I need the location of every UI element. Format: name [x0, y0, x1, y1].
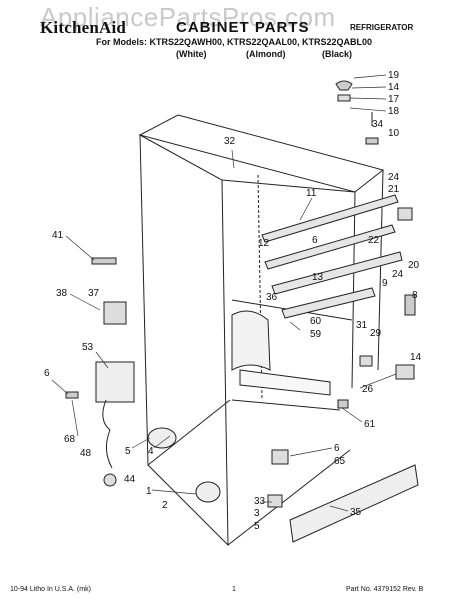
callout-34: 34 [372, 119, 384, 130]
leader-lines [51, 74, 397, 512]
callout-3: 3 [254, 508, 260, 519]
callout-41: 41 [52, 230, 64, 241]
callout-5b: 5 [254, 521, 260, 532]
callout-13: 13 [312, 272, 324, 283]
callout-53: 53 [82, 342, 94, 353]
callout-14b: 14 [410, 352, 422, 363]
callout-38: 38 [56, 288, 68, 299]
footer-part-number: Part No. 4379152 Rev. B [346, 586, 424, 593]
callout-9: 9 [382, 278, 388, 289]
callout-19: 19 [388, 70, 400, 81]
callout-10: 10 [388, 128, 400, 139]
callout-31: 31 [356, 320, 368, 331]
callout-14: 14 [388, 82, 400, 93]
callout-4: 4 [148, 446, 154, 457]
callout-60: 60 [310, 316, 322, 327]
callout-26: 26 [362, 384, 374, 395]
toe-grille-and-parts [267, 399, 419, 543]
callout-61: 61 [364, 419, 376, 430]
callout-1: 1 [146, 486, 152, 497]
callout-12: 12 [258, 238, 270, 249]
callout-6: 6 [312, 235, 318, 246]
watermark: AppliancePartsPros.com [40, 2, 336, 32]
callout-6b: 6 [44, 368, 50, 379]
callout-24: 24 [388, 172, 400, 183]
callout-11: 11 [306, 188, 317, 199]
callout-6c: 6 [334, 443, 340, 454]
left-side-parts [65, 257, 221, 503]
callout-29: 29 [370, 328, 382, 339]
callout-59: 59 [310, 329, 322, 340]
page-header: AppliancePartsPros.com KitchenAid CABINE… [0, 0, 468, 80]
footer-litho: 10-94 Litho In U.S.A. (mk) [10, 586, 91, 593]
callout-48: 48 [80, 448, 92, 459]
callout-65: 65 [334, 456, 346, 467]
product-category: REFRIGERATOR [350, 23, 414, 32]
callout-68: 68 [64, 434, 76, 445]
cabinet-body [138, 114, 385, 547]
callout-36: 36 [266, 292, 278, 303]
model-list: For Models: KTRS22QAWH00, KTRS22QAAL00, … [96, 37, 373, 47]
callout-18: 18 [388, 106, 400, 117]
callout-17: 17 [388, 94, 400, 105]
callout-2: 2 [162, 500, 168, 511]
callout-33: 33 [254, 496, 266, 507]
color-almond: (Almond) [246, 49, 286, 59]
callout-35: 35 [350, 507, 362, 518]
color-white: (White) [176, 49, 207, 59]
exploded-parts-diagram: 19 14 17 18 34 10 32 11 24 21 41 12 6 22… [44, 70, 422, 547]
callout-20: 20 [408, 260, 420, 271]
color-black: (Black) [322, 49, 353, 59]
callout-22: 22 [368, 235, 380, 246]
callout-labels: 19 14 17 18 34 10 32 11 24 21 41 12 6 22… [44, 70, 422, 532]
callout-21: 21 [388, 184, 400, 195]
callout-44: 44 [124, 474, 136, 485]
mounting-rails [261, 80, 416, 380]
callout-24b: 24 [392, 269, 404, 280]
callout-32: 32 [224, 136, 236, 147]
footer-page-number: 1 [232, 586, 236, 593]
callout-8: 8 [412, 290, 418, 301]
callout-5: 5 [125, 446, 131, 457]
brand-logo: KitchenAid [40, 18, 127, 37]
diagram-title: CABINET PARTS [176, 19, 310, 36]
callout-37: 37 [88, 288, 100, 299]
